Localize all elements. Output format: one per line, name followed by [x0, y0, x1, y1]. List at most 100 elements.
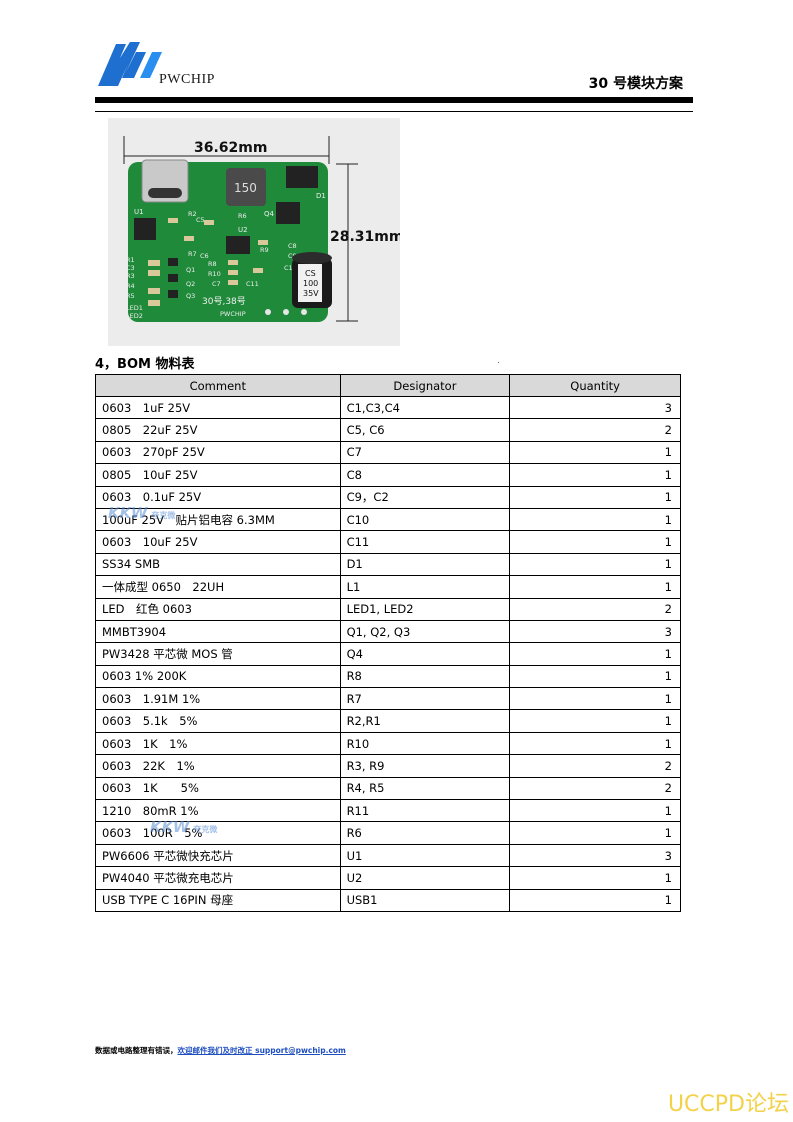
cell-quantity: 1	[509, 530, 681, 554]
svg-text:Q3: Q3	[186, 292, 195, 300]
footer-note: 数据或电路整理有错误，欢迎邮件我们及时改正 support@pwchip.com	[95, 1045, 346, 1056]
svg-text:C3: C3	[126, 264, 135, 272]
footer-text: 数据或电路整理有错误，	[95, 1046, 178, 1055]
cell-quantity: 1	[509, 552, 681, 577]
cell-designator: R6	[339, 821, 511, 845]
svg-text:R7: R7	[188, 250, 197, 258]
cell-comment: 一体成型 0650 22UH	[95, 575, 341, 599]
svg-text:Q4: Q4	[264, 210, 275, 218]
cell-comment: 0603 1% 200K	[95, 664, 341, 689]
svg-text:C9: C9	[288, 252, 297, 260]
cell-designator: L1	[339, 575, 511, 599]
cell-quantity: 1	[509, 799, 681, 823]
cell-designator: C8	[339, 463, 511, 487]
logo-text: PWCHIP	[159, 72, 215, 87]
header-designator: Designator	[339, 374, 511, 397]
cell-comment: PW3428 平芯微 MOS 管	[95, 642, 341, 666]
cell-comment: MMBT3904	[95, 619, 341, 644]
cell-comment: 0603 10uF 25V	[95, 530, 341, 554]
svg-text:R5: R5	[126, 292, 135, 300]
svg-text:R1: R1	[126, 256, 135, 264]
cell-quantity: 1	[509, 664, 681, 689]
svg-text:D1: D1	[316, 192, 326, 200]
svg-text:C8: C8	[288, 242, 297, 250]
svg-text:R9: R9	[260, 246, 269, 254]
cell-designator: R7	[339, 687, 511, 711]
svg-text:R6: R6	[238, 212, 247, 220]
chip-u2	[226, 236, 250, 254]
cell-quantity: 1	[509, 731, 681, 756]
cell-quantity: 3	[509, 843, 681, 868]
board-marking: 30号,38号	[202, 296, 246, 307]
cell-designator: C9，C2	[339, 485, 511, 509]
header-rule-thin	[95, 111, 693, 112]
cell-designator: LED1, LED2	[339, 597, 511, 621]
cell-comment: 100uF 25V 贴片铝电容 6.3MM	[95, 507, 341, 532]
cell-quantity: 1	[509, 642, 681, 666]
cell-quantity: 2	[509, 597, 681, 621]
cell-quantity: 3	[509, 395, 681, 420]
svg-text:LED1: LED1	[126, 304, 143, 312]
width-dimension: 36.62mm	[194, 140, 267, 156]
svg-text:R2: R2	[188, 210, 197, 218]
cell-designator: USB1	[339, 888, 511, 912]
svg-text:U2: U2	[238, 226, 248, 234]
svg-text:Q1: Q1	[186, 266, 195, 274]
cell-quantity: 1	[509, 888, 681, 912]
svg-text:R4: R4	[126, 282, 135, 290]
cell-comment: PW4040 平芯微充电芯片	[95, 866, 341, 890]
cell-comment: 0603 1uF 25V	[95, 395, 341, 420]
svg-text:Q2: Q2	[186, 280, 195, 288]
forum-watermark: UCCPD论坛	[667, 1092, 789, 1117]
cell-comment: 0603 22K 1%	[95, 754, 341, 778]
section-dot: .	[497, 356, 500, 366]
chip-u1	[134, 218, 156, 240]
mosfet-q4	[276, 202, 300, 224]
pwchip-logo	[96, 38, 166, 90]
bom-table: Comment Designator Quantity 0603 1uF 25V…	[95, 374, 681, 912]
cell-comment: 0603 1K 5%	[95, 776, 341, 801]
cell-quantity: 1	[509, 485, 681, 509]
cell-comment: 0603 1.91M 1%	[95, 687, 341, 711]
svg-text:CS: CS	[305, 269, 316, 278]
svg-text:R10: R10	[208, 270, 221, 278]
svg-text:35V: 35V	[303, 289, 319, 298]
cell-quantity: 1	[509, 507, 681, 532]
cell-designator: R2,R1	[339, 709, 511, 733]
cell-designator: R4, R5	[339, 776, 511, 801]
svg-text:C5: C5	[196, 216, 205, 224]
inductor	[226, 168, 266, 206]
footer-email-link[interactable]: 欢迎邮件我们及时改正 support@pwchip.com	[177, 1046, 346, 1055]
cell-designator: C5, C6	[339, 418, 511, 442]
svg-text:C1: C1	[284, 264, 293, 272]
cell-quantity: 1	[509, 821, 681, 845]
board-photo: 36.62mm 28.31mm 150 D1 Q4 U1 U2	[108, 118, 400, 346]
cell-quantity: 2	[509, 418, 681, 442]
cell-quantity: 2	[509, 776, 681, 801]
cell-comment: 0603 270pF 25V	[95, 440, 341, 465]
svg-text:100: 100	[303, 279, 318, 288]
cell-designator: R3, R9	[339, 754, 511, 778]
cell-designator: Q1, Q2, Q3	[339, 619, 511, 644]
cell-comment: USB TYPE C 16PIN 母座	[95, 888, 341, 912]
cell-comment: SS34 SMB	[95, 552, 341, 577]
cell-designator: U1	[339, 843, 511, 868]
